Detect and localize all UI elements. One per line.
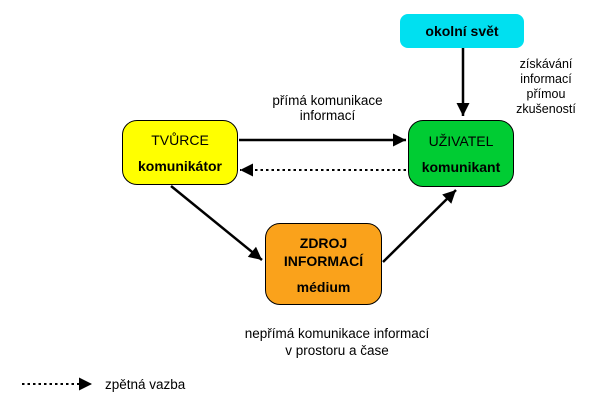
node-zdroj-informaci: ZDROJ INFORMACÍ médium xyxy=(265,223,382,305)
label-direct-communication: přímá komunikace informací xyxy=(272,93,383,123)
node-uzivatel-subtitle: komunikant xyxy=(421,159,501,175)
label-feedback-legend: zpětná vazba xyxy=(105,377,186,392)
node-uzivatel: UŽIVATEL komunikant xyxy=(408,120,514,187)
label-direct-experience: získávání informací přímou zkušeností xyxy=(516,57,576,116)
label-indirect-communication: nepřímá komunikace informací v prostoru … xyxy=(244,326,430,358)
node-tvurce-subtitle: komunikátor xyxy=(137,158,222,174)
node-tvurce-title: TVŮRCE xyxy=(151,132,209,148)
node-zdroj-informaci-title: ZDROJ INFORMACÍ xyxy=(283,234,364,269)
node-zdroj-informaci-subtitle: médium xyxy=(296,278,351,295)
arrow-source-to-user xyxy=(382,189,457,263)
arrow-creator-to-source xyxy=(170,185,263,261)
node-okolni-svet-label: okolní svět xyxy=(425,23,499,39)
node-uzivatel-title: UŽIVATEL xyxy=(428,133,494,149)
node-okolni-svet: okolní svět xyxy=(400,14,524,48)
node-tvurce: TVŮRCE komunikátor xyxy=(122,120,238,185)
